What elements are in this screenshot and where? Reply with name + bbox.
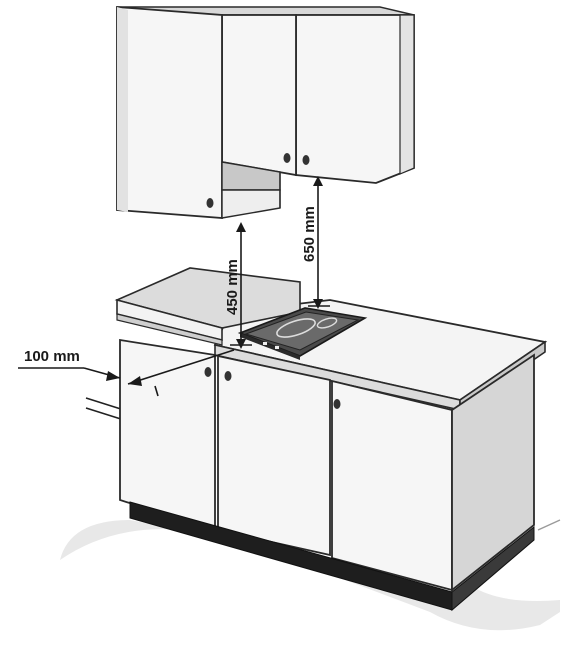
- cabinet-knob: [302, 155, 310, 165]
- base-cabinets: [119, 338, 535, 612]
- adjacent-block: [114, 267, 301, 346]
- dimension-100: [18, 349, 235, 397]
- dimension-label-450: 450 mm: [224, 259, 241, 315]
- cabinet-knob: [206, 198, 214, 208]
- cabinet-knob: [204, 367, 212, 377]
- domino-hob: [237, 307, 368, 360]
- dimension-label-100: 100 mm: [24, 348, 80, 365]
- cabinet-knob: [224, 371, 232, 381]
- floor-line: [537, 519, 561, 531]
- cabinet-knob: [283, 153, 291, 163]
- dimension-label-650: 650 mm: [301, 206, 318, 262]
- wall-line-left: [85, 397, 125, 421]
- dimension-650: [308, 176, 330, 309]
- cabinet-knob: [333, 399, 341, 409]
- wall-cabinets: [116, 6, 415, 219]
- dimension-450: [230, 222, 252, 349]
